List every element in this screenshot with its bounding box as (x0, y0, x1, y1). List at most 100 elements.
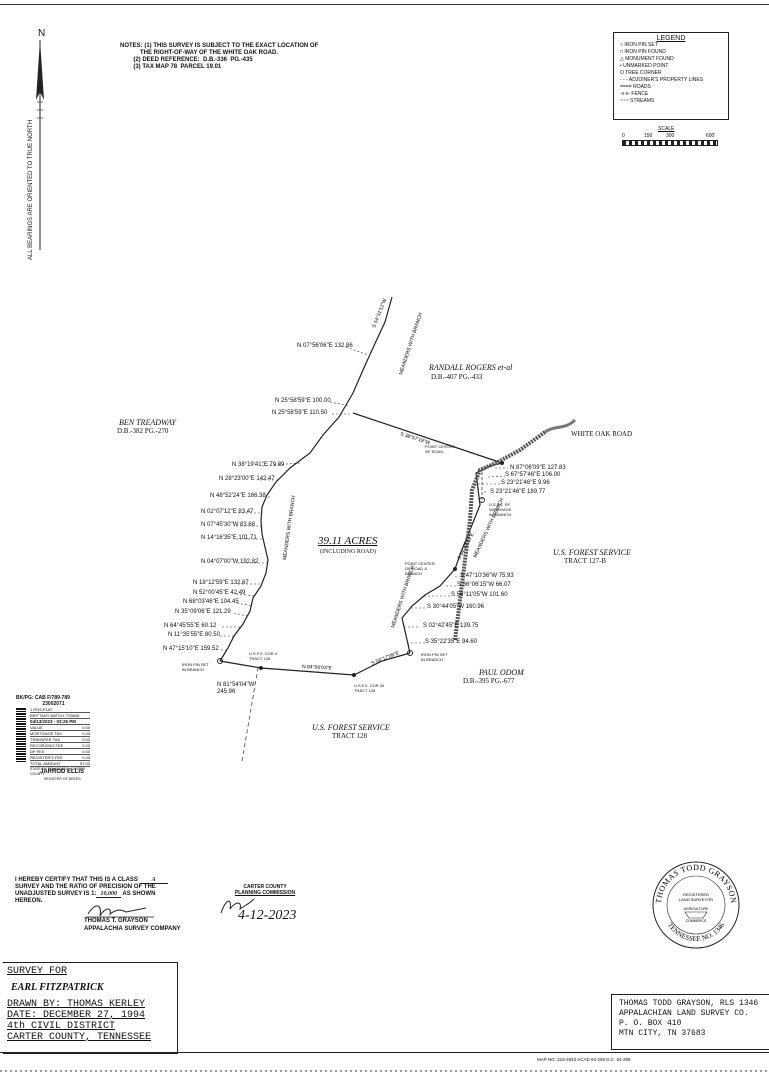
edge-label: N 84°06'03"E (302, 664, 333, 672)
point-note: U.S.F.S. COR 4 TRACT 128 (249, 651, 278, 661)
scale-tick: 150 (644, 133, 653, 139)
scale-tick: 300 (666, 133, 675, 139)
stamp-row: 1 PGS:PLAT (30, 707, 90, 713)
owner-ref-usfs-south: TRACT 128 (332, 732, 368, 740)
call-label: S 67°57'46"E 106.00 (505, 472, 561, 478)
register-title: REGISTER OF DEEDS (44, 777, 81, 781)
seal-center-text: COMMERCE (686, 919, 707, 923)
planning-signature (220, 898, 255, 914)
white-oak-road (453, 430, 547, 641)
owner-ref-paul: D.B.-395 PG.-677 (463, 677, 515, 685)
legend-symbol: - - - (620, 77, 628, 83)
legend-item-label: IRON PIN FOUND (624, 49, 666, 55)
map-number: MAP NO: 319-2643 ACAD 94-259 D.C. 94-259 (537, 1057, 631, 1062)
call-label: N 18°12'59"E 132.87 (193, 580, 249, 586)
civil-district: 4th CIVIL DISTRICT (7, 1021, 116, 1032)
legend-symbol: O (620, 70, 624, 76)
scale-bar (622, 140, 718, 146)
survey-plat-drawing: S 54°31'12"W S 38°57'19"W S 54°47'23"E N… (217, 296, 577, 762)
stamp-book-page: BK/PG: CAB F/789-789 (16, 695, 70, 701)
planning-commission-stamp: CARTER COUNTY PLANNING COMMISSION (234, 884, 296, 896)
seal-center-text: REGISTERED (683, 892, 709, 897)
edge-label: S 54°31'12"W (371, 298, 388, 329)
legend-item: -x-x- FENCE (614, 91, 728, 98)
scale-bar-block: SCALE 0 150 300 600' (622, 126, 718, 152)
call-label: S 47°10'36"W 75.93 (460, 573, 514, 579)
call-label: N 04°07'00"W 192.82 (201, 559, 259, 565)
surveyor-line: MTN CITY, TN 37683 (619, 1029, 706, 1038)
scale-tick: 0 (622, 133, 625, 139)
acreage-label: 39.11 ACRES (318, 535, 378, 547)
surveyor-certification: I HEREBY CERTIFY THAT THIS IS A CLASS A … (15, 877, 168, 905)
legend-title: LEGEND (656, 35, 686, 42)
owner-name-usfs-south: U.S. FOREST SERVICE (312, 723, 390, 732)
register-stamp: BK/PG: CAB F/789-789 23002071 1 PGS:PLAT… (16, 695, 91, 785)
seal-center-text: AGRICULTURE (684, 907, 709, 911)
survey-for-label: SURVEY FOR (7, 966, 68, 977)
road-label: WHITE OAK ROAD (571, 430, 633, 438)
call-label: N 47°15'10"E 159.52 (163, 646, 219, 652)
scale-tick: 600' (706, 133, 716, 139)
call-label: S 23°21'46"E 189.77 (490, 489, 546, 495)
stamp-row: 04/13/2023 - 03:25 PM (30, 719, 90, 725)
legend-item-label: FENCE (631, 91, 649, 97)
stream-label: MEANDERS WITH BRANCH (282, 495, 297, 561)
boundary-line-north (352, 412, 503, 464)
bottom-border-line (0, 1052, 769, 1053)
acreage-sub-label: (INCLUDING ROAD) (320, 549, 376, 555)
north-arrow-icon (36, 40, 44, 250)
top-border-line (0, 4, 769, 5)
approval-date: 4-12-2023 (238, 908, 297, 923)
client-name: EARL FITZPATRICK (11, 982, 104, 993)
legend-item: O TREE CORNER (614, 70, 728, 77)
call-label: N 02°07'12"E 83.47 (201, 509, 254, 515)
precision-ratio: 10,000 (96, 891, 121, 898)
call-label: S 30°44'05"W 160.96 (427, 604, 485, 610)
surveyor-line: APPALACHIAN LAND SURVEY CO. (619, 1009, 749, 1018)
legend-symbol: • (620, 63, 622, 69)
call-label: N 64°45'55"E 60.12 (164, 623, 217, 629)
call-label: S 35°22'35"E 94.60 (425, 639, 478, 645)
point-note: IRON PIN SET IN BRANCH (421, 652, 448, 662)
north-letter: N (38, 28, 46, 39)
call-label: S 02°42'45"E 139.75 (423, 623, 479, 629)
signer-company: APPALACHIA SURVEY COMPANY (84, 926, 181, 932)
stamp-row: BRITTANY BATCH: 733846 (30, 713, 90, 719)
legend-item: ~~~ STREAMS (614, 98, 728, 105)
call-label: N 07°56'06"E 132.86 (297, 343, 353, 349)
legend-symbol: ~~~ (620, 98, 629, 104)
call-label: N 81°54'04"W 245.96 (217, 682, 255, 695)
call-label: S 23°21'46"E 9.96 (501, 480, 550, 486)
legend-item-label: MONUMENT FOUND (625, 56, 674, 62)
stamp-fields: 1 PGS:PLAT BRITTANY BATCH: 733846 04/13/… (30, 707, 90, 777)
call-label: N 38°19'41"E 79.89 (232, 462, 285, 468)
legend-item-label: UNMARKED POINT (623, 63, 669, 69)
surveyor-line: THOMAS TODD GRAYSON, RLS 1346 (619, 999, 759, 1008)
owner-name-randall: RANDALL ROGERS et-al (429, 363, 513, 372)
edge-label: S 58°17'06"E (371, 650, 401, 667)
call-label: N 48°52'24"E 166.38 (210, 493, 266, 499)
legend-symbol: ==== (620, 84, 632, 90)
point-note: POINT CENTER OF ROAD & BRANCH (405, 561, 435, 576)
legend-symbol: △ (620, 56, 624, 62)
surveyor-seal: THOMAS TODD GRAYSON TENNESSEE NO. 1346 R… (652, 861, 740, 949)
footer-scan-strip (0, 1070, 769, 1072)
legend-item: - - - ADJOINER'S PROPERTY LINES (614, 77, 728, 84)
legend-item: △ MONUMENT FOUND (614, 56, 728, 63)
call-label: S 36°06'15"W 66.07 (457, 582, 511, 588)
call-label: N 25°58'59"E 110.50 (272, 410, 328, 416)
owner-ref-usfs-east: TRACT 127-B (564, 557, 607, 565)
signer-name: THOMAS T. GRAYSON (84, 918, 148, 924)
legend-item-label: IRON PIN SET (624, 42, 658, 48)
title-block: SURVEY FOR EARL FITZPATRICK DRAWN BY: TH… (3, 962, 178, 1054)
boundary-line-west (219, 296, 393, 662)
drawn-by: DRAWN BY: THOMAS KERLEY (7, 999, 146, 1010)
owner-name-usfs-east: U.S. FOREST SERVICE (553, 548, 631, 557)
point-note: U.S.F.S. RF WATERAGE IN BRANCH (489, 502, 512, 517)
call-label: N 07°45'30"W 83.68 (201, 522, 256, 528)
